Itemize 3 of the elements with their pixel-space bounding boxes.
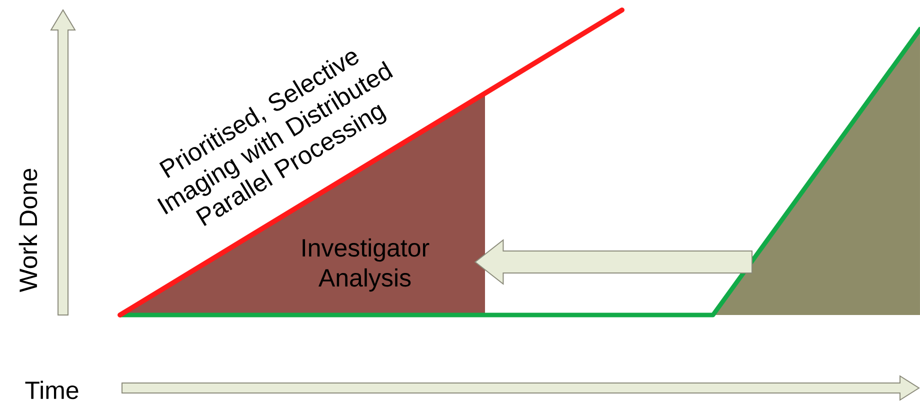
text-label: Work Done [18, 168, 38, 292]
text-label: Time [25, 380, 78, 400]
block-arrow [474, 238, 752, 286]
